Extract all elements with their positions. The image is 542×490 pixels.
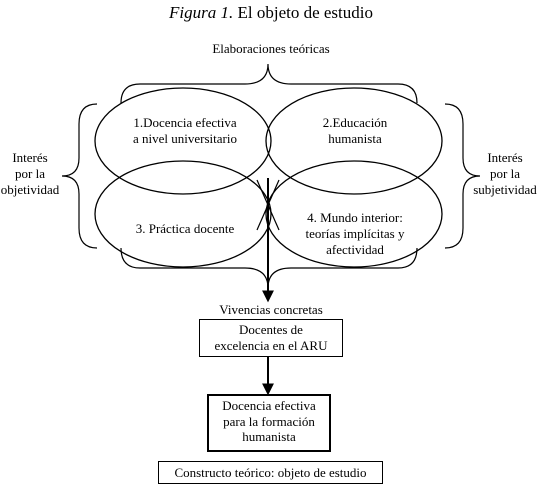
ellipse-2-line-1: 2.Educación bbox=[322, 115, 388, 130]
left-brace bbox=[61, 103, 98, 249]
ellipse-1-line-2: a nivel universitario bbox=[133, 130, 237, 146]
ellipse-1 bbox=[94, 87, 272, 195]
figure-title: Figura 1. El objeto de estudio bbox=[0, 3, 542, 23]
ellipse-4-line-1: 4. Mundo interior: bbox=[307, 210, 403, 225]
right-brace-label-line-3: subjetividad bbox=[473, 181, 537, 197]
left-brace-label: Interés por la objetividad bbox=[0, 150, 60, 198]
docencia-box-line-1: Docencia efectiva bbox=[222, 398, 316, 413]
vivencias-label: Vivencias concretas bbox=[219, 302, 323, 317]
ellipse-1-line-1: 1.Docencia efectiva bbox=[133, 115, 237, 130]
constructo-teorico-box: Constructo teórico: objeto de estudio bbox=[158, 461, 383, 484]
ellipse-2 bbox=[265, 87, 443, 195]
docentes-box: Docentes de excelencia en el ARU bbox=[199, 319, 343, 357]
left-brace-label-line-1: Interés bbox=[12, 150, 48, 165]
right-brace bbox=[444, 103, 481, 249]
docencia-box-line-3: humanista bbox=[242, 429, 296, 445]
ellipse-4 bbox=[265, 160, 443, 268]
docentes-box-line-2: excelencia en el ARU bbox=[214, 337, 328, 353]
top-brace-label: Elaboraciones teóricas bbox=[212, 41, 330, 56]
top-brace bbox=[120, 63, 418, 104]
ellipse-4-line-3: afectividad bbox=[326, 241, 384, 257]
ellipse-3-line-1: 3. Práctica docente bbox=[135, 221, 235, 236]
figure-label: Figura 1. bbox=[169, 3, 234, 22]
ellipse-2-line-2: humanista bbox=[328, 130, 382, 146]
ellipse-3-label: 3. Práctica docente bbox=[110, 221, 260, 237]
docencia-efectiva-box: Docencia efectiva para la formación huma… bbox=[207, 394, 331, 452]
docentes-box-line-1: Docentes de bbox=[239, 322, 303, 337]
ellipse-1-label: 1.Docencia efectiva a nivel universitari… bbox=[110, 115, 260, 147]
ellipse-4-label: 4. Mundo interior: teorías implícitas y … bbox=[280, 210, 430, 258]
right-brace-label: Interés por la subjetividad bbox=[468, 150, 542, 198]
figure-title-text: El objeto de estudio bbox=[237, 3, 373, 22]
ellipse-3 bbox=[94, 160, 272, 268]
right-brace-label-line-1: Interés bbox=[487, 150, 523, 165]
left-brace-label-line-2: por la bbox=[15, 165, 45, 181]
docencia-box-line-2: para la formación bbox=[223, 413, 315, 429]
left-brace-label-line-3: objetividad bbox=[0, 181, 60, 197]
ellipse-4-line-2: teorías implícitas y bbox=[305, 225, 405, 241]
ellipse-2-label: 2.Educación humanista bbox=[290, 115, 420, 147]
right-brace-label-line-2: por la bbox=[490, 165, 520, 181]
